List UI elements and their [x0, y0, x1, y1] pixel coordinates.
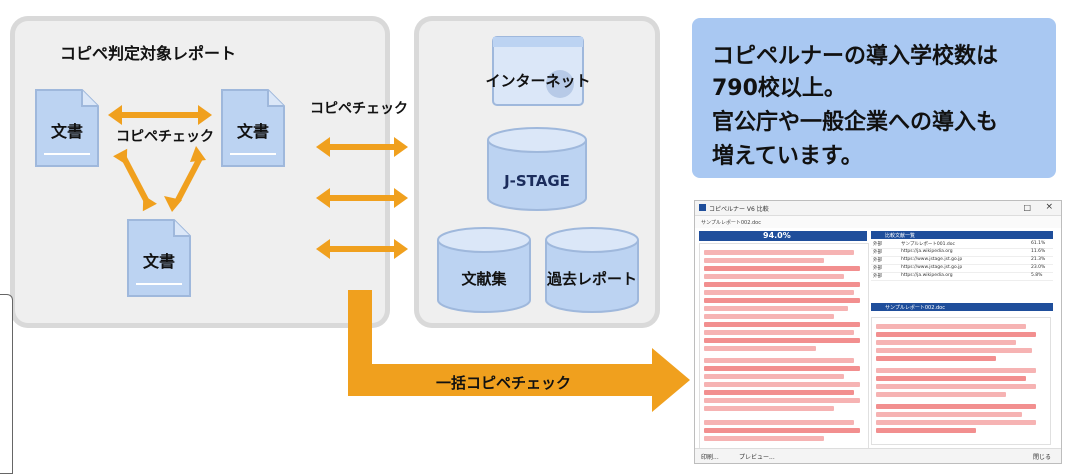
maximize-icon[interactable]: □: [1023, 203, 1031, 212]
close-button[interactable]: 閉じる: [1032, 454, 1051, 461]
print-button[interactable]: 印刷...: [701, 454, 719, 461]
app-footer: 印刷... プレビュー... 閉じる: [695, 448, 1061, 463]
info-line-3: 官公庁や一般企業への導入も: [712, 110, 999, 135]
document-icon-1: 文書: [34, 88, 100, 168]
internet-label: インターネット: [485, 72, 591, 90]
double-arrow-middle-1: [316, 137, 408, 157]
double-arrow-doc2-doc3: [164, 146, 206, 212]
info-line-2: 790校以上。: [712, 76, 846, 101]
score-header: 94.0%: [699, 231, 867, 241]
app-subbar: サンプルレポート002.doc: [695, 216, 1061, 228]
literature-source: 文献集: [436, 226, 532, 314]
report-panel: [10, 16, 390, 328]
document-label-2: 文書: [236, 122, 269, 141]
database-cylinder-icon: [545, 227, 639, 313]
jstage-source: J-STAGE: [486, 126, 588, 212]
compare-text-pane[interactable]: [871, 317, 1051, 445]
document-label-1: 文書: [50, 122, 83, 141]
jstage-label: J-STAGE: [504, 172, 570, 190]
app-titlebar: コピペルナー V6 比較 □ ×: [695, 201, 1061, 216]
info-box: コピペルナーの導入学校数は 790校以上。 官公庁や一般企業への導入も 増えてい…: [692, 18, 1056, 178]
database-cylinder-icon: [437, 227, 531, 313]
info-line-1: コピペルナーの導入学校数は: [712, 44, 999, 69]
past-reports-source: 過去レポート: [544, 226, 640, 314]
browser-window-icon: [492, 36, 584, 106]
literature-label: 文献集: [461, 270, 507, 288]
table-row[interactable]: 外部 https://www.jstage.jst.go.jp 23.0%: [871, 265, 1053, 273]
file-name-label: サンプルレポート002.doc: [701, 220, 761, 226]
double-arrow-doc1-doc3: [113, 148, 157, 212]
app-logo-icon: [699, 204, 706, 211]
double-arrow-middle-2: [316, 188, 408, 208]
inner-copy-check-label: コピペチェック: [116, 129, 214, 145]
document-icon-3: 文書: [126, 218, 192, 298]
database-cylinder-icon: [487, 127, 587, 211]
document-header-label: サンプルレポート002.doc: [885, 305, 945, 311]
double-arrow-middle-3: [316, 239, 408, 259]
document-text-pane[interactable]: [699, 243, 869, 449]
app-window-title: コピペルナー V6 比較: [709, 206, 769, 213]
score-value: 94.0%: [763, 231, 791, 240]
bulk-copy-check-label: 一括コピペチェック: [436, 374, 572, 392]
document-header: サンプルレポート002.doc: [871, 303, 1053, 311]
results-table: 外部 サンプルレポート001.doc 61.1% 外部 https://ja.w…: [871, 241, 1053, 297]
partial-frame-edge: [0, 294, 13, 474]
report-panel-title: コピペ判定対象レポート: [60, 44, 237, 63]
table-row[interactable]: 外部 https://www.jstage.jst.go.jp 21.3%: [871, 257, 1053, 265]
past-reports-label: 過去レポート: [546, 270, 637, 288]
results-header: 比較文献一覧: [871, 231, 1053, 239]
document-icon-2: 文書: [220, 88, 286, 168]
internet-source: インターネット: [485, 36, 591, 106]
table-row[interactable]: 外部 サンプルレポート001.doc 61.1%: [871, 241, 1053, 249]
table-row[interactable]: 外部 https://ja.wikipedia.org 5.8%: [871, 273, 1053, 281]
preview-button[interactable]: プレビュー...: [739, 454, 775, 461]
table-row[interactable]: 外部 https://ja.wikipedia.org 11.6%: [871, 249, 1053, 257]
middle-copy-check-label: コピペチェック: [310, 101, 408, 117]
close-icon[interactable]: ×: [1045, 202, 1053, 212]
app-screenshot: コピペルナー V6 比較 □ × サンプルレポート002.doc 94.0% 比…: [694, 200, 1062, 464]
bulk-check-arrow: [348, 290, 690, 412]
info-line-4: 増えています。: [712, 144, 863, 169]
results-header-label: 比較文献一覧: [885, 233, 916, 239]
double-arrow-doc1-doc2: [108, 105, 212, 125]
document-label-3: 文書: [142, 252, 175, 271]
